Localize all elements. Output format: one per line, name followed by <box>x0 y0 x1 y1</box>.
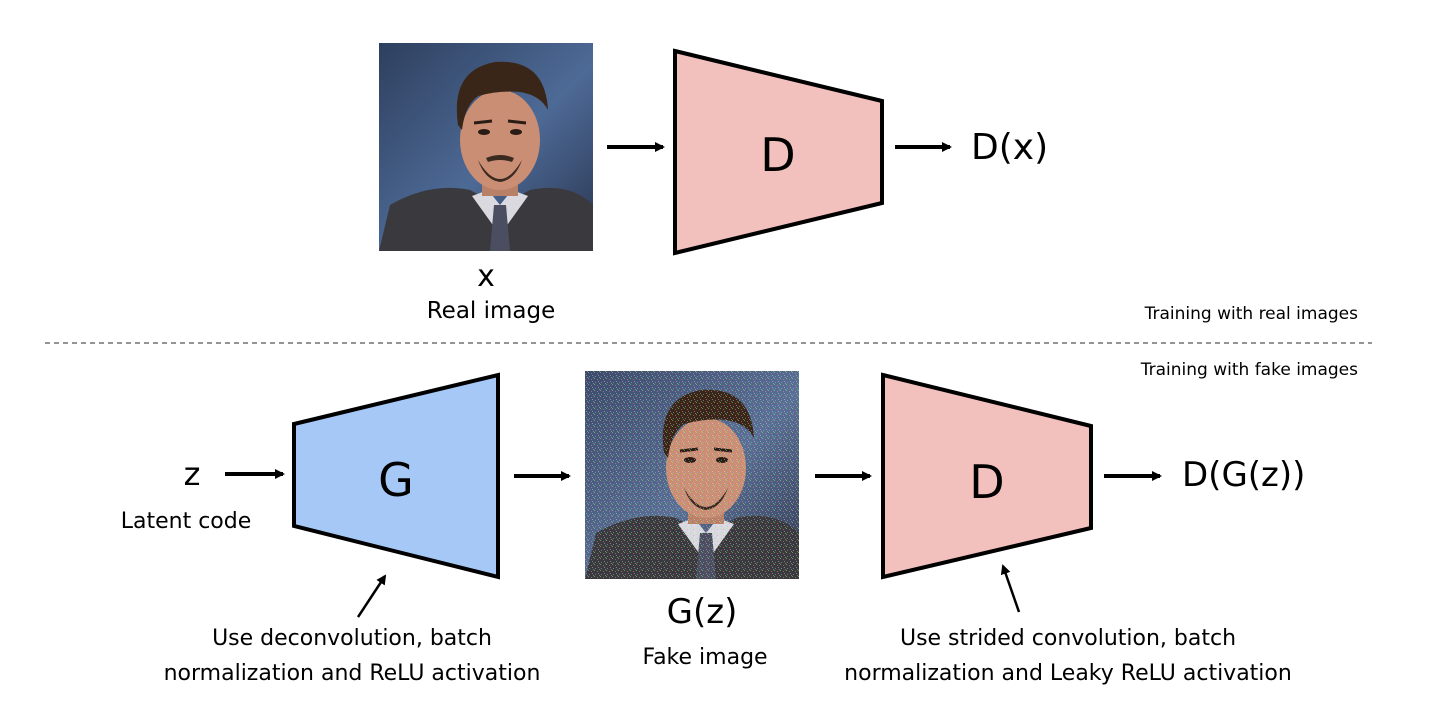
d-label-top: D <box>760 128 796 182</box>
real-image <box>379 43 593 251</box>
generator-note-line1: Use deconvolution, batch <box>212 626 492 651</box>
d-of-x: D(x) <box>971 127 1049 168</box>
g-of-z: G(z) <box>666 592 738 632</box>
fake-image <box>585 371 799 579</box>
pointer-arrow-discriminator <box>1000 564 1021 613</box>
pointer-arrow-generator <box>356 574 387 618</box>
discriminator-note-line1: Use strided convolution, batch <box>899 626 1237 651</box>
top-section-note: Training with real images <box>1144 304 1358 324</box>
real-caption: Real image <box>426 298 556 324</box>
latent-code-caption: Latent code <box>120 509 252 534</box>
generator-block <box>292 372 500 580</box>
bottom-section-note: Training with fake images <box>1140 360 1358 380</box>
discriminator-block-bottom <box>881 372 1093 580</box>
generator-note-line2: normalization and ReLU activation <box>163 661 541 686</box>
fake-caption: Fake image <box>642 645 768 670</box>
discriminator-note-line2: normalization and Leaky ReLU activation <box>844 661 1292 686</box>
discriminator-block-top <box>673 48 884 256</box>
g-label: G <box>378 453 414 507</box>
d-label-bottom: D <box>969 455 1005 509</box>
real-symbol: x <box>477 259 495 294</box>
z-symbol: z <box>183 455 201 493</box>
d-of-g-of-z: D(G(z)) <box>1182 455 1306 495</box>
